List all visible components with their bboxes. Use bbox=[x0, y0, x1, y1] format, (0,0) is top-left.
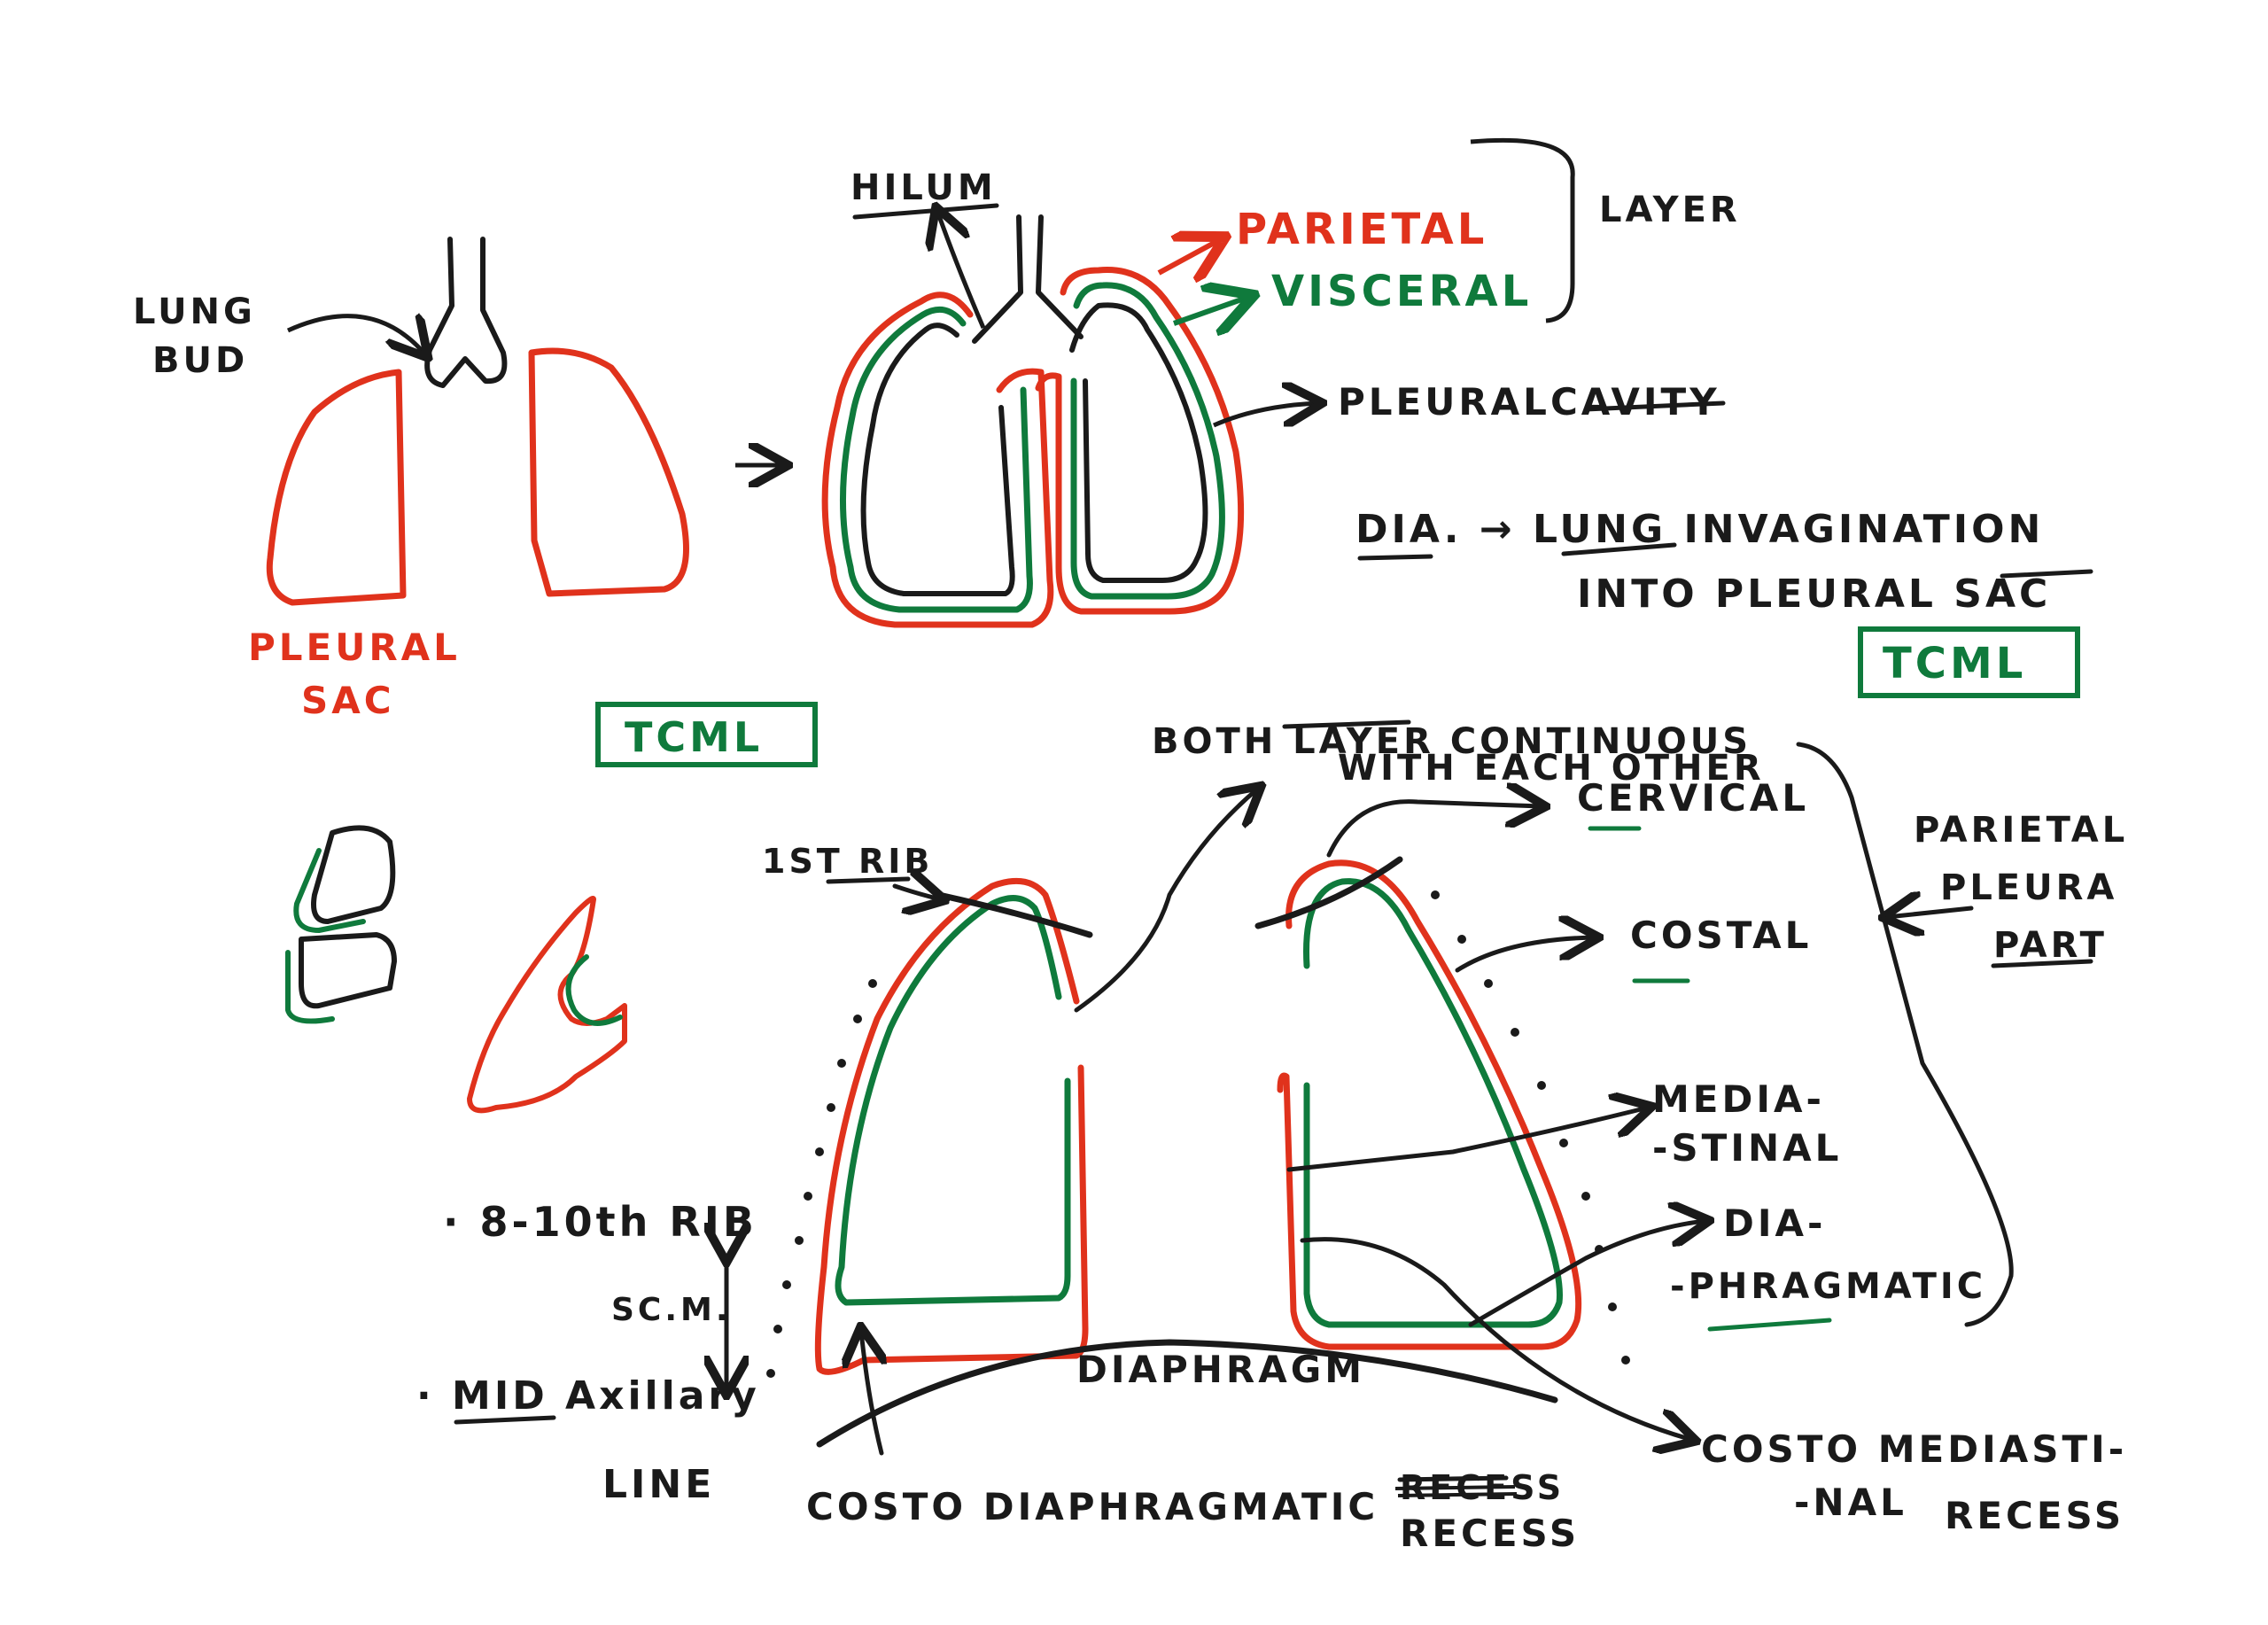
mediastinal-label-2: -STINAL bbox=[1652, 1126, 1842, 1170]
invaginated-lungs bbox=[821, 214, 1245, 628]
costal-label: COSTAL bbox=[1630, 914, 1812, 957]
right-first-rib bbox=[1254, 856, 1403, 929]
trachea bbox=[972, 214, 1084, 344]
first-rib-label: 1ST RIB bbox=[762, 842, 933, 881]
small-sketches bbox=[285, 825, 627, 1114]
fold-green bbox=[565, 954, 623, 1026]
parietal-label: PARIETAL bbox=[1236, 205, 1487, 254]
labels: LUNG BUD PLEURAL SAC HILUM PARIETAL VISC… bbox=[133, 167, 2128, 1555]
layer-label: LAYER bbox=[1599, 190, 1741, 230]
costal-arrow bbox=[1455, 937, 1595, 973]
mid-axillary-label-2: LINE bbox=[602, 1462, 715, 1507]
hilum-arrow bbox=[937, 211, 986, 329]
visceral-arrow bbox=[1173, 297, 1249, 323]
lung-bud bbox=[424, 237, 508, 388]
lung-bud-drawing bbox=[266, 237, 689, 606]
tcml-box-left bbox=[595, 702, 818, 767]
parietal-pleura-label-1: PARIETAL bbox=[1914, 810, 2128, 851]
both-layer-arrow bbox=[1074, 789, 1258, 1013]
diaphragm-label: DIAPHRAGM bbox=[1076, 1348, 1365, 1391]
layer-bracket bbox=[1470, 137, 1575, 323]
costo-mediastinal-label-2: -NAL bbox=[1794, 1481, 1907, 1524]
underlines bbox=[454, 203, 2093, 1482]
both-layer-label-1: BOTH LAYER CONTINUOUS bbox=[1152, 721, 1751, 762]
right-lung-parietal bbox=[1035, 267, 1245, 615]
right-lung-inner bbox=[1069, 302, 1208, 583]
right-parietal-outline bbox=[1277, 859, 1582, 1350]
diaphragmatic-label-1: DIA- bbox=[1723, 1201, 1826, 1245]
diaphragmatic-label-2: -PHRAGMATIC bbox=[1670, 1266, 1986, 1307]
parietal-arrow bbox=[1157, 239, 1221, 273]
diaphragmatic-arrow bbox=[1468, 1221, 1705, 1327]
recess-strike bbox=[1394, 1485, 1518, 1497]
left-parietal-outline bbox=[814, 877, 1089, 1375]
recess-label-2: RECESS bbox=[1945, 1494, 2124, 1537]
fold-red bbox=[467, 896, 627, 1114]
lung-bud-label-2: BUD bbox=[152, 340, 248, 381]
parietal-pleura-label-3: PART bbox=[1993, 925, 2108, 966]
left-first-rib bbox=[936, 891, 1093, 938]
dia-note-line-2: INTO PLEURAL SAC bbox=[1577, 571, 2051, 617]
mid-axillary-label-1: · MID Axillary bbox=[416, 1373, 760, 1419]
parietal-pleura-arrow bbox=[1887, 908, 1974, 917]
parietal-pleura-label-2: PLEURA bbox=[1940, 867, 2117, 908]
left-lung-parietal bbox=[821, 292, 1054, 628]
right-lung-visceral bbox=[1070, 282, 1225, 600]
upper-block-green bbox=[293, 848, 366, 933]
dotted-lines bbox=[766, 890, 1630, 1378]
both-layer-label-2: WITH EACH OTHER bbox=[1338, 748, 1765, 789]
bottom-arrows bbox=[726, 742, 2014, 1456]
tcml-label-right: TCML bbox=[1883, 639, 2026, 688]
lower-block-black bbox=[299, 932, 397, 1009]
costodiaphragmatic-arrow bbox=[861, 1331, 882, 1456]
parietal-pleura-bracket bbox=[1796, 742, 2014, 1327]
lower-block-green bbox=[285, 950, 335, 1024]
pleural-cavity-label: PLEURALCAVITY bbox=[1338, 380, 1720, 424]
cervical-label: CERVICAL bbox=[1577, 776, 1809, 820]
mediastinal-arrow bbox=[1286, 1108, 1648, 1172]
diaphragm-curve bbox=[816, 1339, 1558, 1448]
costo-diaphragmatic-label: COSTO DIAPHRAGMATIC bbox=[806, 1485, 1379, 1528]
first-rib-arrow bbox=[892, 886, 941, 899]
dia-note-line-1: DIA. → LUNG INVAGINATION bbox=[1355, 507, 2044, 552]
hilum-label: HILUM bbox=[850, 167, 997, 208]
rib-8-10-label: · 8-10th RIB bbox=[443, 1198, 757, 1246]
recess-label-1: RECESS bbox=[1400, 1512, 1580, 1555]
pleural-sac-label-1: PLEURAL bbox=[248, 626, 461, 669]
right-pleural-sac bbox=[528, 347, 689, 597]
mediastinal-label-1: MEDIA- bbox=[1652, 1077, 1825, 1121]
upper-block-black bbox=[311, 825, 396, 924]
tcml-box-right bbox=[1858, 626, 2080, 698]
visceral-label: VISCERAL bbox=[1271, 267, 1532, 316]
left-lung-visceral bbox=[840, 306, 1033, 613]
left-pleural-sac bbox=[266, 369, 407, 606]
left-lung-inner bbox=[860, 323, 1015, 596]
scm-label: SC.M. bbox=[611, 1292, 732, 1328]
costo-mediastinal-label-1: COSTO MEDIASTI- bbox=[1701, 1427, 2127, 1471]
pleural-cavity-arrow bbox=[1212, 403, 1318, 428]
lung-bud-label-1: LUNG bbox=[133, 292, 256, 332]
tcml-label-left: TCML bbox=[625, 713, 763, 761]
cervical-arrow bbox=[1326, 802, 1542, 858]
pleural-sac-label-2: SAC bbox=[301, 679, 395, 722]
right-visceral-outline bbox=[1303, 878, 1563, 1328]
left-visceral-outline bbox=[835, 895, 1071, 1306]
costomediastinal-arrow bbox=[1300, 1237, 1692, 1440]
reflection-drawing bbox=[814, 856, 1582, 1448]
lung-bud-arrow bbox=[286, 316, 425, 354]
